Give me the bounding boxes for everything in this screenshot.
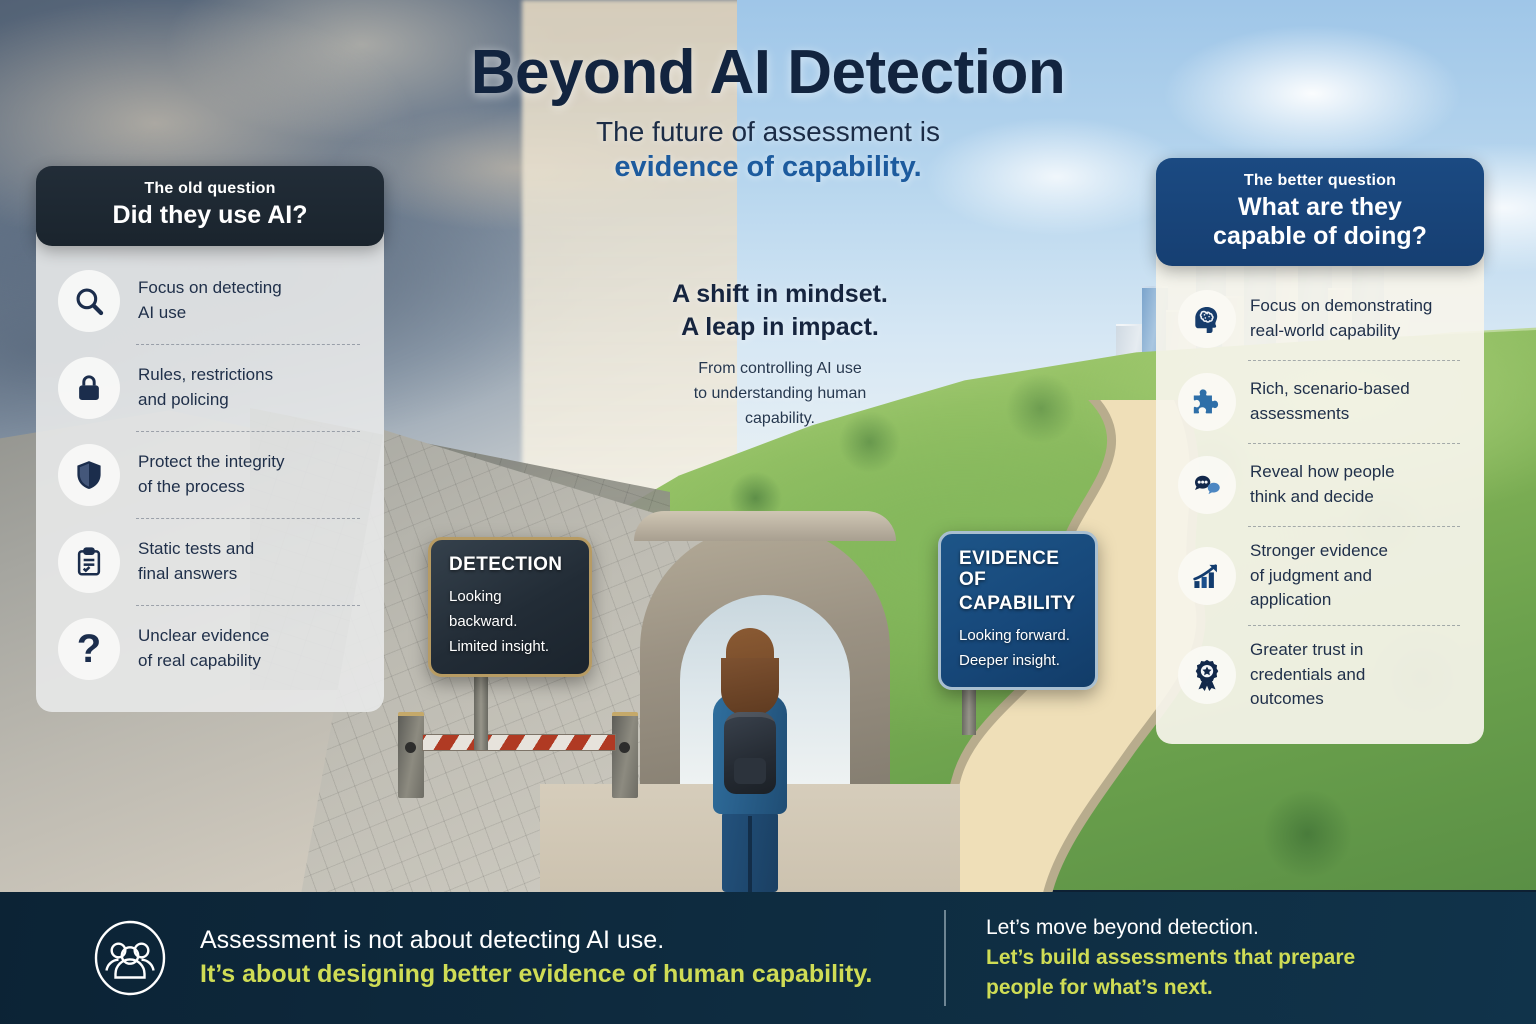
list-item: Rules, restrictions and policing <box>56 345 364 431</box>
capability-sign: EVIDENCE OF CAPABILITY Looking forward. … <box>938 531 1098 691</box>
list-item-line-1: Unclear evidence <box>138 625 270 645</box>
page-title: Beyond AI Detection <box>470 38 1066 107</box>
old-question-title: Did they use AI? <box>112 201 308 229</box>
list-item-line-2: credentials and <box>1250 664 1366 684</box>
detection-sign-line-1: Looking backward. <box>449 588 518 631</box>
center-body-line-3: capability. <box>745 409 815 427</box>
list-item-line-3: outcomes <box>1250 689 1324 709</box>
list-item-line-1: Greater trust in <box>1250 639 1364 659</box>
better-question-panel-header: The better question What are they capabl… <box>1156 158 1484 266</box>
center-headline-line-2: A leap in impact. <box>681 312 879 341</box>
capability-sign-line-2: Deeper insight. <box>959 651 1060 669</box>
old-question-kicker: The old question <box>144 180 276 197</box>
capability-sign-title-line-1: EVIDENCE OF <box>959 548 1060 591</box>
banner-divider <box>944 910 946 1006</box>
list-item-line-2: final answers <box>138 563 238 583</box>
list-item-line-1: Stronger evidence <box>1250 541 1388 560</box>
divider <box>1248 360 1460 361</box>
list-item-line-2: think and decide <box>1250 487 1374 506</box>
banner-right-line-3: people for what’s next. <box>986 975 1213 999</box>
page-header: Beyond AI Detection The future of assess… <box>0 40 1536 185</box>
list-item-line-1: Static tests and <box>138 538 255 558</box>
banner-right-line-1: Let’s move beyond detection. <box>986 916 1259 940</box>
lock-icon <box>58 356 120 419</box>
better-question-panel: The better question What are they capabl… <box>1156 158 1484 744</box>
capability-sign-title-line-2: CAPABILITY <box>959 592 1076 614</box>
banner-right-line-2: Let’s build assessments that prepare <box>986 946 1356 970</box>
list-item-line-3: application <box>1250 590 1332 610</box>
banner-right-text: Let’s move beyond detection. Let’s build… <box>986 913 1506 1002</box>
brain-head-icon <box>1178 290 1236 348</box>
divider <box>1248 624 1460 626</box>
subtitle-line-1: The future of assessment is <box>596 116 940 148</box>
list-item: Focus on demonstrating real-world capabi… <box>1176 278 1464 360</box>
list-item-line-1: Reveal how people <box>1250 462 1395 482</box>
divider <box>136 430 360 432</box>
center-headline-line-1: A shift in mindset. <box>672 280 888 308</box>
list-item-line-2: of real capability <box>138 650 261 670</box>
list-item: Static tests and final answers <box>56 519 364 605</box>
list-item-line-1: Focus on detecting <box>138 277 282 297</box>
divider <box>1248 443 1460 444</box>
divider <box>136 343 360 345</box>
center-body-line-1: From controlling AI use <box>698 360 862 377</box>
clipboard-icon <box>58 530 120 593</box>
detection-sign-line-2: Limited insight. <box>449 637 550 655</box>
puzzle-piece-icon <box>1178 373 1236 431</box>
list-item: Greater trust in credentials and outcome… <box>1176 626 1464 724</box>
list-item-line-2: real-world capability <box>1250 321 1401 340</box>
list-item-line-1: Rules, restrictions <box>138 364 274 384</box>
list-item-line-1: Focus on demonstrating <box>1250 296 1433 316</box>
list-item-line-2: of the process <box>138 476 245 496</box>
shield-icon <box>58 443 120 506</box>
divider <box>136 604 360 606</box>
capability-sign-line-1: Looking forward. <box>959 626 1070 644</box>
center-body-line-2: to understanding human <box>693 384 867 402</box>
people-group-icon <box>88 916 172 1000</box>
old-question-panel-header: The old question Did they use AI? <box>36 166 384 246</box>
banner-left-text: Assessment is not about detecting AI use… <box>200 924 934 992</box>
old-question-panel: The old question Did they use AI? Focus … <box>36 166 384 712</box>
divider <box>136 517 360 519</box>
person-with-backpack <box>706 628 794 892</box>
detection-sign: DETECTION Looking backward. Limited insi… <box>428 537 592 677</box>
detection-sign-post <box>474 655 488 750</box>
award-ribbon-icon <box>1178 645 1236 704</box>
list-item-line-2: of judgment and <box>1250 565 1372 585</box>
magnifier-icon <box>58 269 120 332</box>
list-item-line-1: Rich, scenario-based <box>1250 379 1410 399</box>
question-mark-icon: ? <box>58 617 120 680</box>
better-question-title-line-2: capable of doing? <box>1213 221 1427 250</box>
divider <box>1248 526 1460 527</box>
list-item: ? Unclear evidence of real capability <box>56 606 364 692</box>
growth-chart-icon <box>1178 546 1236 605</box>
list-item: Rich, scenario-based assessments <box>1176 361 1464 443</box>
better-question-panel-body: Focus on demonstrating real-world capabi… <box>1156 252 1484 744</box>
better-question-title-line-1: What are they <box>1238 193 1402 221</box>
banner-left-line-2: It’s about designing better evidence of … <box>200 960 873 988</box>
old-question-panel-body: Focus on detecting AI use Rules, restric… <box>36 231 384 712</box>
list-item: Reveal how people think and decide <box>1176 444 1464 526</box>
subtitle-line-2: evidence of capability. <box>614 150 922 183</box>
speech-bubbles-icon <box>1178 456 1236 514</box>
list-item: Stronger evidence of judgment and applic… <box>1176 527 1464 625</box>
list-item-line-2: assessments <box>1250 404 1350 423</box>
list-item: Protect the integrity of the process <box>56 432 364 518</box>
bottom-banner: Assessment is not about detecting AI use… <box>0 892 1536 1024</box>
center-message: A shift in mindset. A leap in impact. Fr… <box>620 278 940 431</box>
list-item-line-2: AI use <box>138 302 187 322</box>
better-question-kicker: The better question <box>1243 172 1397 189</box>
banner-left-line-1: Assessment is not about detecting AI use… <box>200 926 665 955</box>
detection-sign-title: DETECTION <box>449 554 563 575</box>
list-item-line-2: and policing <box>138 389 229 409</box>
barrier-gate <box>398 712 638 798</box>
list-item-line-1: Protect the integrity <box>138 451 285 471</box>
list-item: Focus on detecting AI use <box>56 258 364 344</box>
